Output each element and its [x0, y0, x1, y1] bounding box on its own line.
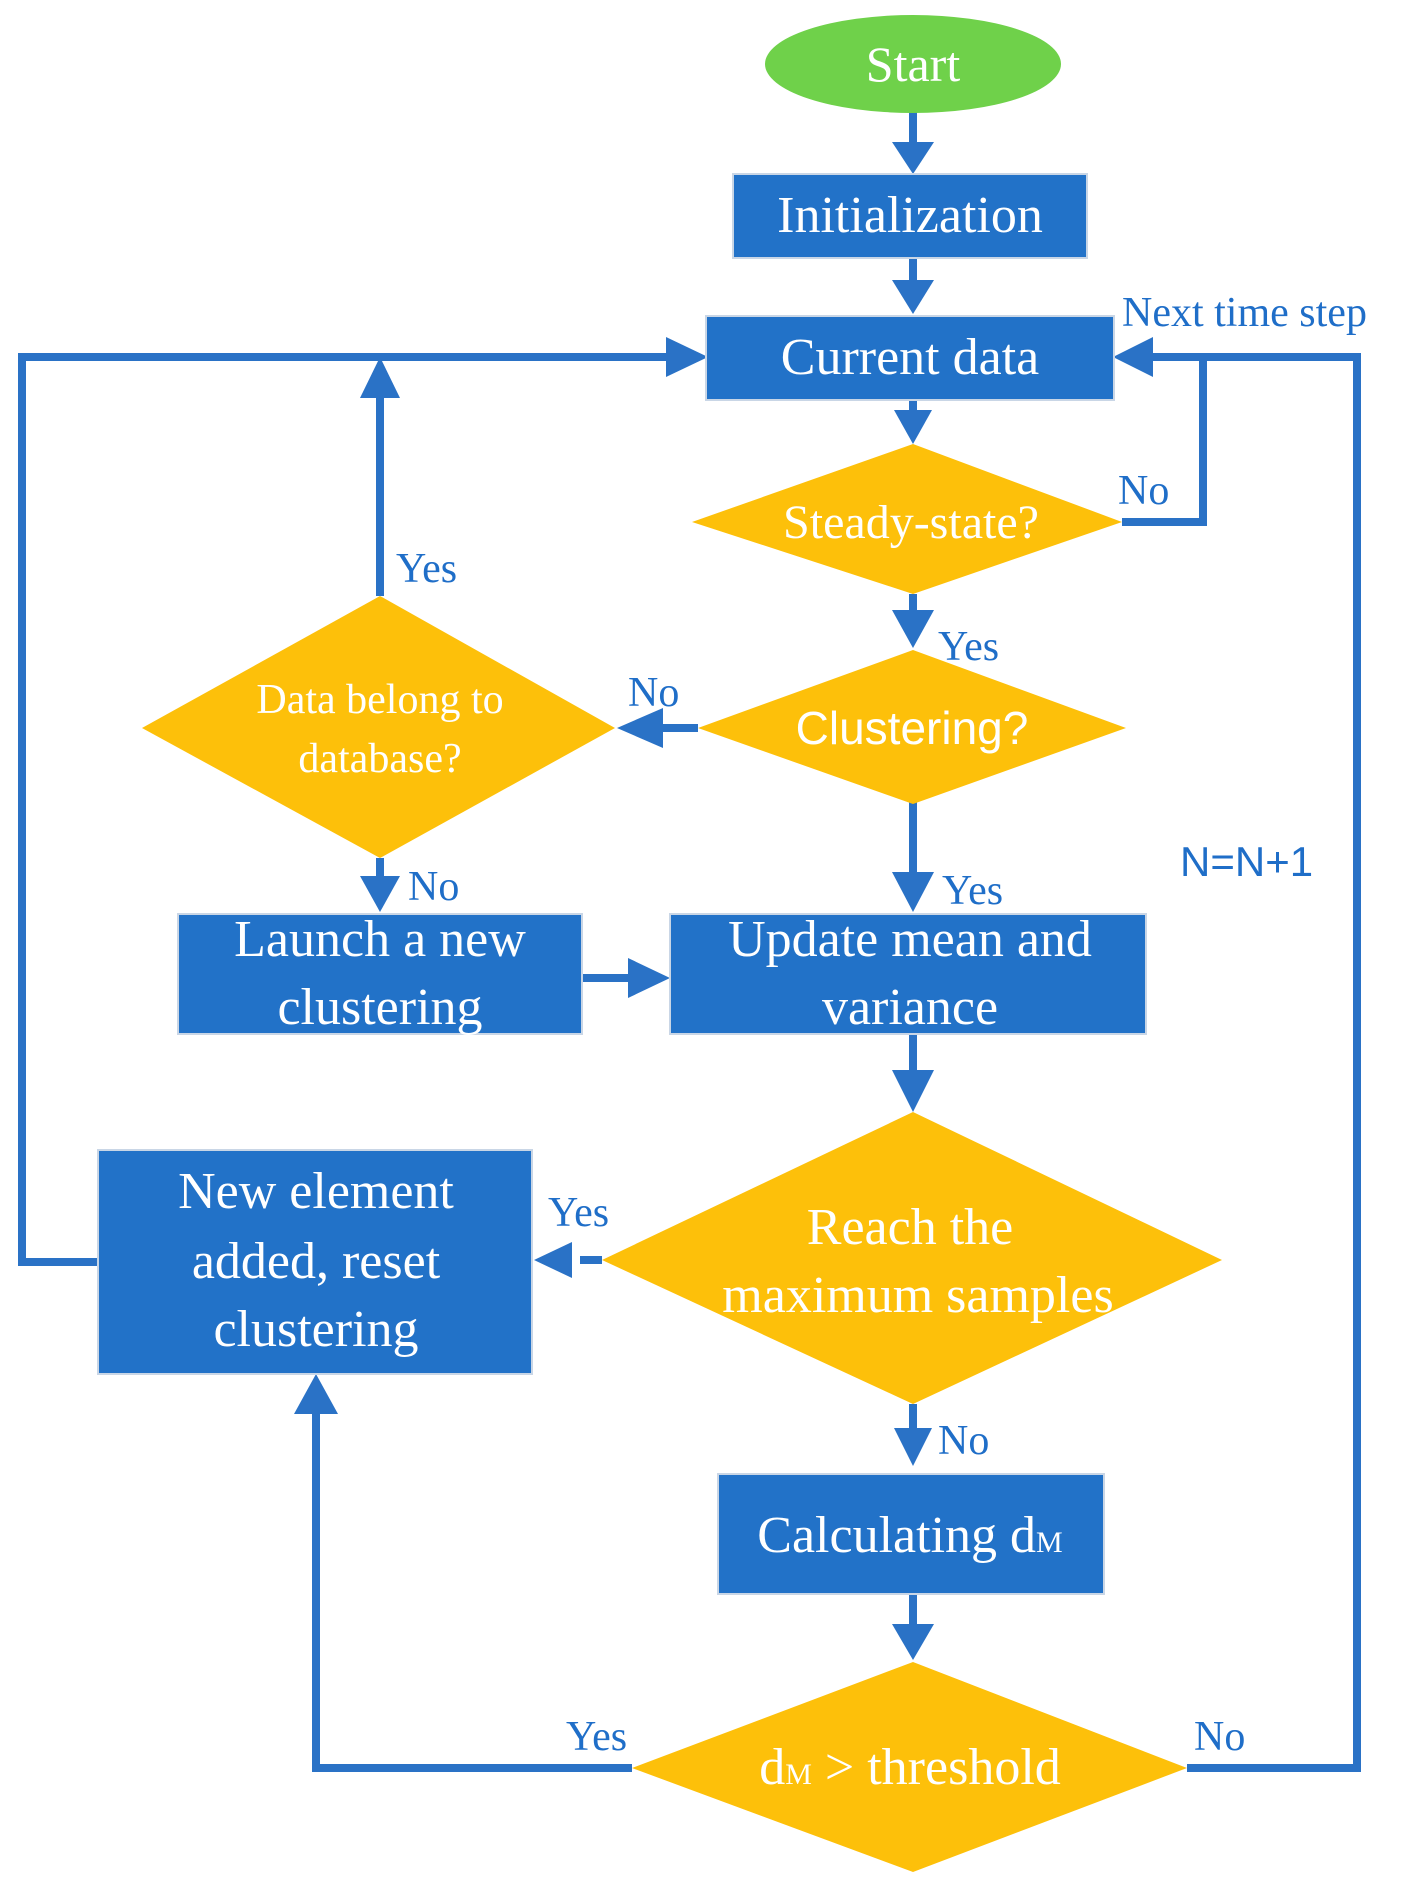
arrowhead-current-left: [666, 337, 708, 377]
new-element-label-line1: New element: [178, 1163, 454, 1220]
reach-yes-label: Yes: [548, 1190, 609, 1236]
connector-threshold-yes: [312, 1410, 632, 1772]
steady-yes-label: Yes: [938, 624, 999, 670]
arrowheads: [294, 142, 1153, 1660]
arrowhead-current: [892, 280, 934, 314]
counter-label: N=N+1: [1180, 838, 1313, 885]
arrowhead-launch: [360, 876, 400, 912]
connector-newel-loop: [18, 353, 668, 1266]
next-time-step-label: Next time step: [1122, 290, 1367, 336]
arrowhead-belong: [617, 708, 663, 748]
reach-label-line2: maximum samples: [722, 1267, 1113, 1324]
calculating-subscript: M: [1036, 1526, 1063, 1559]
launch-clustering-label-line2: clustering: [277, 979, 482, 1036]
update-mean-variance-box: [669, 913, 1147, 1035]
new-element-box: [97, 1149, 533, 1375]
clustering-decision: [698, 650, 1126, 804]
arrowhead-update: [892, 872, 934, 912]
clustering-yes-label: Yes: [942, 868, 1003, 914]
arrowhead-steady: [894, 410, 932, 444]
threshold-label: dM > threshold: [759, 1739, 1061, 1796]
connectors: [18, 112, 1361, 1772]
initialization-label: Initialization: [777, 187, 1043, 244]
steady-state-decision: [692, 444, 1122, 594]
steady-no-label: No: [1118, 468, 1169, 514]
edge-labels: Next time step N=N+1 No Yes No Yes Yes N…: [396, 290, 1367, 1760]
arrowhead-newel-up: [294, 1374, 338, 1414]
threshold-subscript: M: [785, 1758, 812, 1791]
calculating-box: [717, 1473, 1105, 1595]
launch-clustering-box: [177, 913, 583, 1035]
reach-no-label: No: [938, 1418, 989, 1464]
arrowhead-clustering: [892, 610, 934, 648]
calculating-label: Calculating dM: [757, 1507, 1062, 1564]
arrowhead-init: [892, 142, 934, 174]
threshold-decision: [632, 1662, 1187, 1872]
arrowhead-current-up: [360, 357, 400, 398]
arrowhead-calc: [894, 1428, 932, 1466]
calculating-main: Calculating d: [757, 1507, 1036, 1564]
steady-state-label: Steady-state?: [783, 496, 1039, 549]
reach-max-samples-decision: [602, 1112, 1222, 1404]
threshold-rest: > threshold: [812, 1739, 1061, 1796]
data-belong-label-line2: database?: [298, 736, 461, 782]
launch-clustering-label-line1: Launch a new: [234, 911, 526, 968]
data-belong-decision: [142, 596, 615, 858]
belong-no-label: No: [408, 864, 459, 910]
arrowhead-current-right: [1113, 337, 1153, 377]
clustering-label: Clustering?: [796, 702, 1029, 754]
start-label: Start: [866, 36, 961, 92]
current-data-box: [705, 315, 1115, 401]
new-element-label-line2: added, reset: [192, 1233, 441, 1290]
connector-threshold-no: [1145, 353, 1361, 1772]
reach-label-line1: Reach the: [807, 1199, 1013, 1256]
arrowhead-reach: [892, 1070, 934, 1112]
start-node: [765, 15, 1061, 113]
threshold-d: d: [759, 1739, 785, 1796]
arrowhead-newel: [534, 1242, 572, 1278]
new-element-label-line3: clustering: [213, 1301, 418, 1358]
clustering-no-label: No: [628, 670, 679, 716]
update-label-line2: variance: [822, 979, 998, 1036]
current-data-label: Current data: [781, 329, 1039, 386]
arrowhead-threshold: [892, 1624, 934, 1660]
data-belong-label-line1: Data belong to: [256, 677, 503, 723]
threshold-yes-label: Yes: [566, 1714, 627, 1760]
belong-yes-label: Yes: [396, 546, 457, 592]
initialization-box: [732, 173, 1088, 259]
update-label-line1: Update mean and: [728, 911, 1092, 968]
threshold-no-label: No: [1194, 1714, 1245, 1760]
arrowhead-update-left: [628, 958, 670, 998]
